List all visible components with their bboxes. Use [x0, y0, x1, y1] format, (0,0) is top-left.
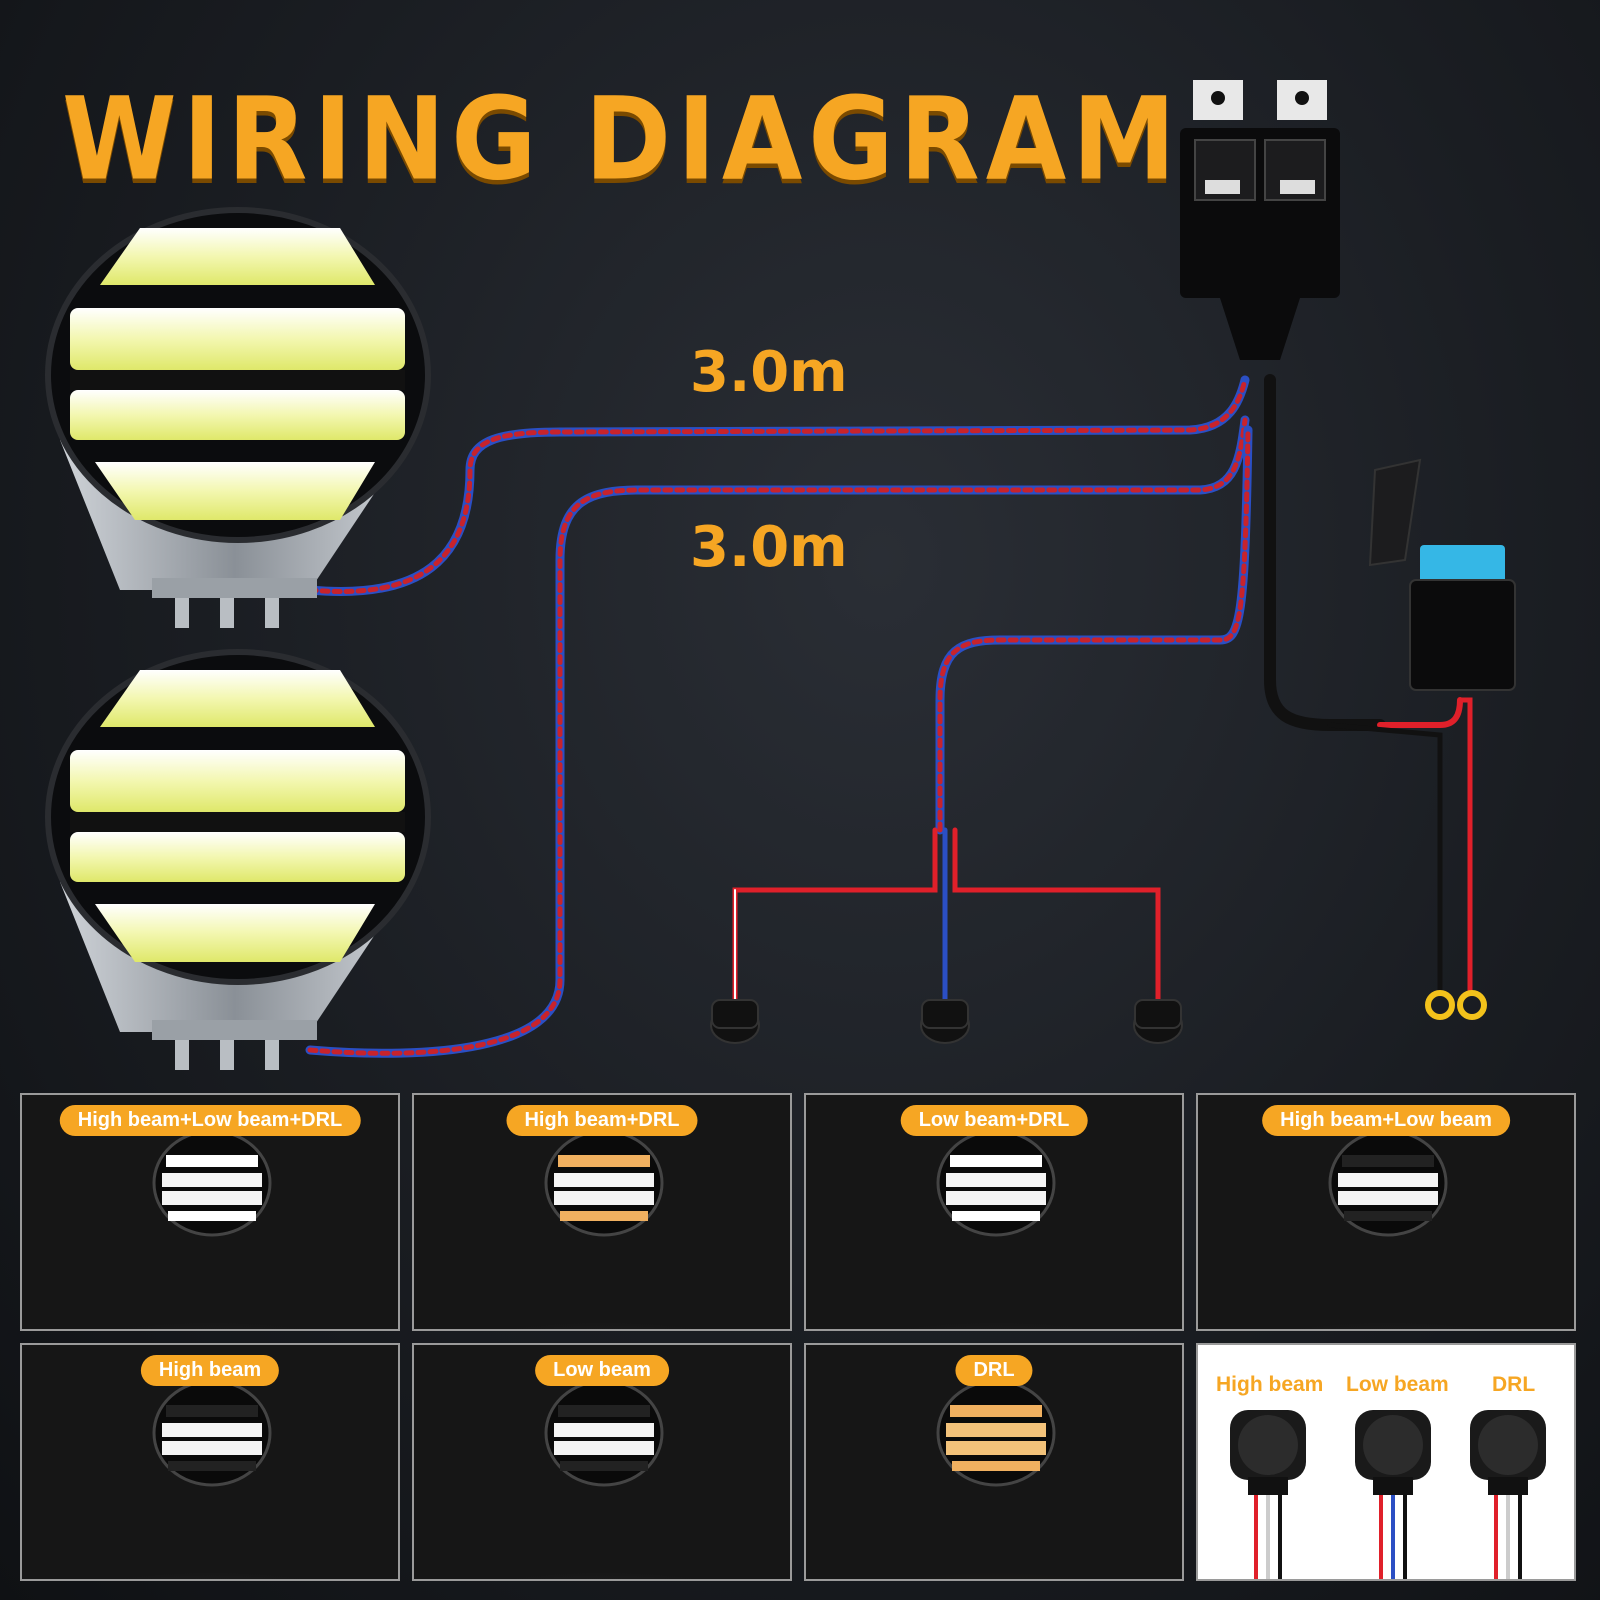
fuse-holder [1368, 458, 1516, 691]
switch-label: High beam [1216, 1373, 1324, 1396]
mode-label: DRL [955, 1355, 1033, 1386]
ring-wire-red [1457, 697, 1473, 993]
mode-label: High beam+DRL [506, 1105, 698, 1136]
ring-terminals [1425, 990, 1487, 1020]
page-title: WIRING DIAGRAM [62, 72, 1182, 207]
switch-label: Low beam [1346, 1373, 1449, 1396]
mode-label: Low beam [535, 1355, 669, 1386]
mode-tile: High beam+Low beam+DRL [20, 1093, 400, 1331]
branch-wire-right [952, 827, 1161, 1003]
relay [1180, 80, 1340, 360]
mode-label: High beam [140, 1355, 280, 1386]
harness-wire-lower-red [307, 417, 1248, 1056]
mode-tile: High beam+Low beam [1196, 1093, 1576, 1331]
mode-tile: DRL [804, 1343, 1184, 1581]
cable-length-upper: 3.0m [690, 340, 848, 405]
mode-label: Low beam+DRL [900, 1105, 1088, 1136]
branch-wire-left [732, 827, 938, 1003]
switch-label: DRL [1492, 1373, 1536, 1396]
cable-length-lower: 3.0m [690, 515, 848, 580]
mode-gallery: High beam+Low beam+DRL High beam+DRL Low b… [20, 1093, 1580, 1589]
lamp-upper [45, 207, 431, 628]
lamp-lower [45, 649, 431, 1070]
harness-wire-switch-red [937, 427, 1251, 833]
switch-tile: High beam Low beam DRL [1196, 1343, 1576, 1581]
mode-tile: High beam [20, 1343, 400, 1581]
mode-label: High beam+Low beam+DRL [59, 1105, 361, 1136]
power-lead [1264, 374, 1386, 731]
mode-tile: Low beam [412, 1343, 792, 1581]
harness-wire-upper-red [307, 377, 1248, 594]
wiring-diagram [45, 80, 1516, 1070]
switch-connectors [710, 999, 1183, 1044]
harness-wires [305, 374, 1473, 1058]
mode-tile: Low beam+DRL [804, 1093, 1184, 1331]
power-lead-red [1377, 697, 1463, 728]
mode-label: High beam+Low beam [1262, 1105, 1510, 1136]
ring-wire-black [1327, 722, 1443, 993]
mode-tile: High beam+DRL [412, 1093, 792, 1331]
